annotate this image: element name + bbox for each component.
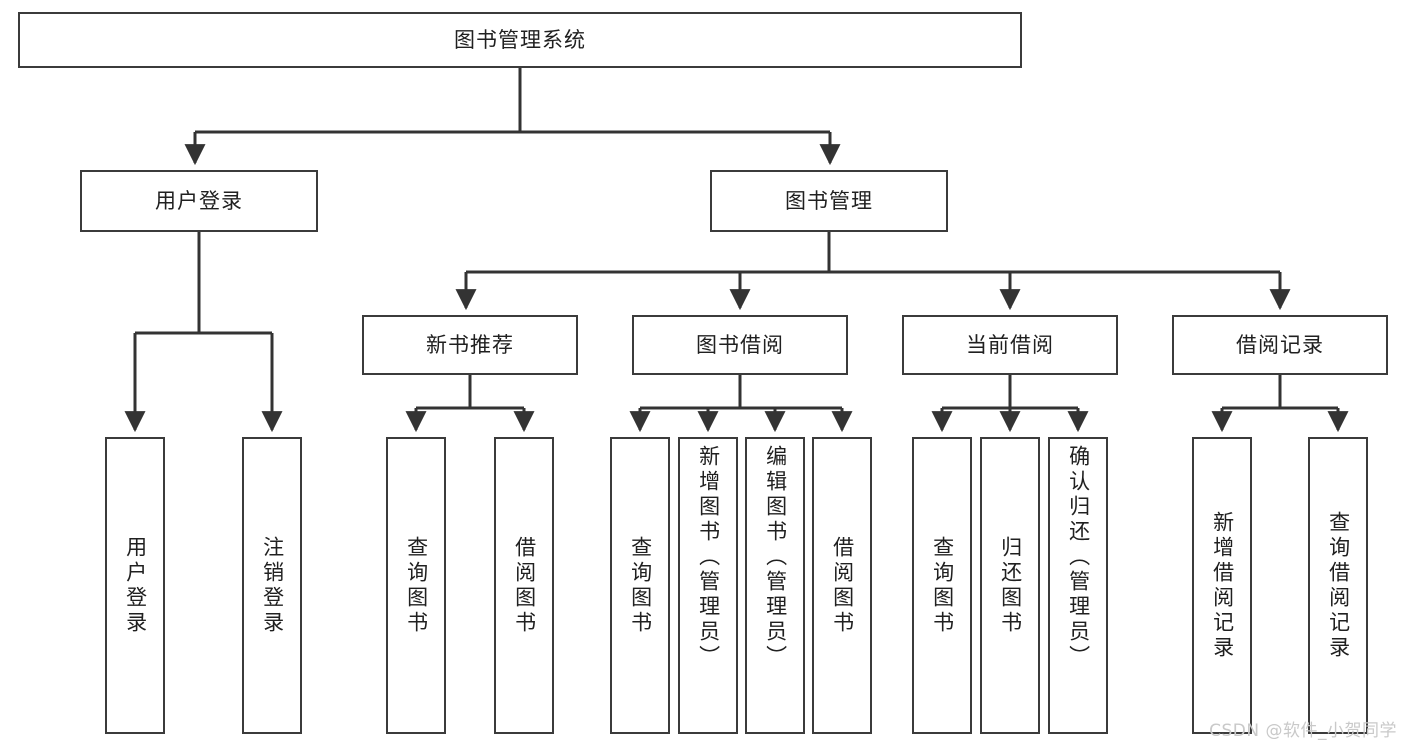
connectors xyxy=(124,67,1349,433)
node-root-book-management-system[interactable]: 图书管理系统 xyxy=(18,12,1022,68)
leaf-book-borrow-action[interactable]: 借阅图书 xyxy=(812,437,872,734)
leaf-add-borrow-record[interactable]: 新增借阅记录 xyxy=(1192,437,1252,734)
node-label: 查询图书 xyxy=(930,535,955,636)
node-user-login[interactable]: 用户登录 xyxy=(80,170,318,232)
node-new-book-recommend[interactable]: 新书推荐 xyxy=(362,315,578,375)
leaf-new-book-borrow[interactable]: 借阅图书 xyxy=(494,437,554,734)
node-book-management[interactable]: 图书管理 xyxy=(710,170,948,232)
node-label: 查询图书 xyxy=(628,535,653,636)
node-label: 图书管理系统 xyxy=(454,27,586,52)
node-label: 新增图书（管理员） xyxy=(696,445,721,670)
node-label: 确认归还（管理员） xyxy=(1066,445,1091,670)
node-label: 借阅图书 xyxy=(830,535,855,636)
node-book-borrow[interactable]: 图书借阅 xyxy=(632,315,848,375)
node-label: 查询借阅记录 xyxy=(1326,510,1351,661)
node-label: 归还图书 xyxy=(998,535,1023,636)
node-label: 用户登录 xyxy=(123,535,148,636)
leaf-query-borrow-record[interactable]: 查询借阅记录 xyxy=(1308,437,1368,734)
node-label: 当前借阅 xyxy=(966,332,1054,357)
node-label: 新增借阅记录 xyxy=(1210,510,1235,661)
node-label: 新书推荐 xyxy=(426,332,514,357)
node-label: 借阅图书 xyxy=(512,535,537,636)
leaf-confirm-return-admin[interactable]: 确认归还（管理员） xyxy=(1048,437,1108,734)
node-borrow-record[interactable]: 借阅记录 xyxy=(1172,315,1388,375)
watermark: CSDN @软件_小贺同学 xyxy=(1209,721,1397,741)
leaf-user-login[interactable]: 用户登录 xyxy=(105,437,165,734)
node-label: 编辑图书（管理员） xyxy=(763,445,788,670)
leaf-current-borrow-query[interactable]: 查询图书 xyxy=(912,437,972,734)
leaf-return-book[interactable]: 归还图书 xyxy=(980,437,1040,734)
node-label: 用户登录 xyxy=(155,188,243,213)
leaf-new-book-query[interactable]: 查询图书 xyxy=(386,437,446,734)
node-label: 查询图书 xyxy=(404,535,429,636)
node-label: 图书管理 xyxy=(785,188,873,213)
node-label: 注销登录 xyxy=(260,535,285,636)
leaf-book-add-admin[interactable]: 新增图书（管理员） xyxy=(678,437,738,734)
leaf-book-edit-admin[interactable]: 编辑图书（管理员） xyxy=(745,437,805,734)
node-label: 借阅记录 xyxy=(1236,332,1324,357)
node-current-borrow[interactable]: 当前借阅 xyxy=(902,315,1118,375)
node-label: 图书借阅 xyxy=(696,332,784,357)
leaf-user-logout[interactable]: 注销登录 xyxy=(242,437,302,734)
leaf-book-borrow-query[interactable]: 查询图书 xyxy=(610,437,670,734)
